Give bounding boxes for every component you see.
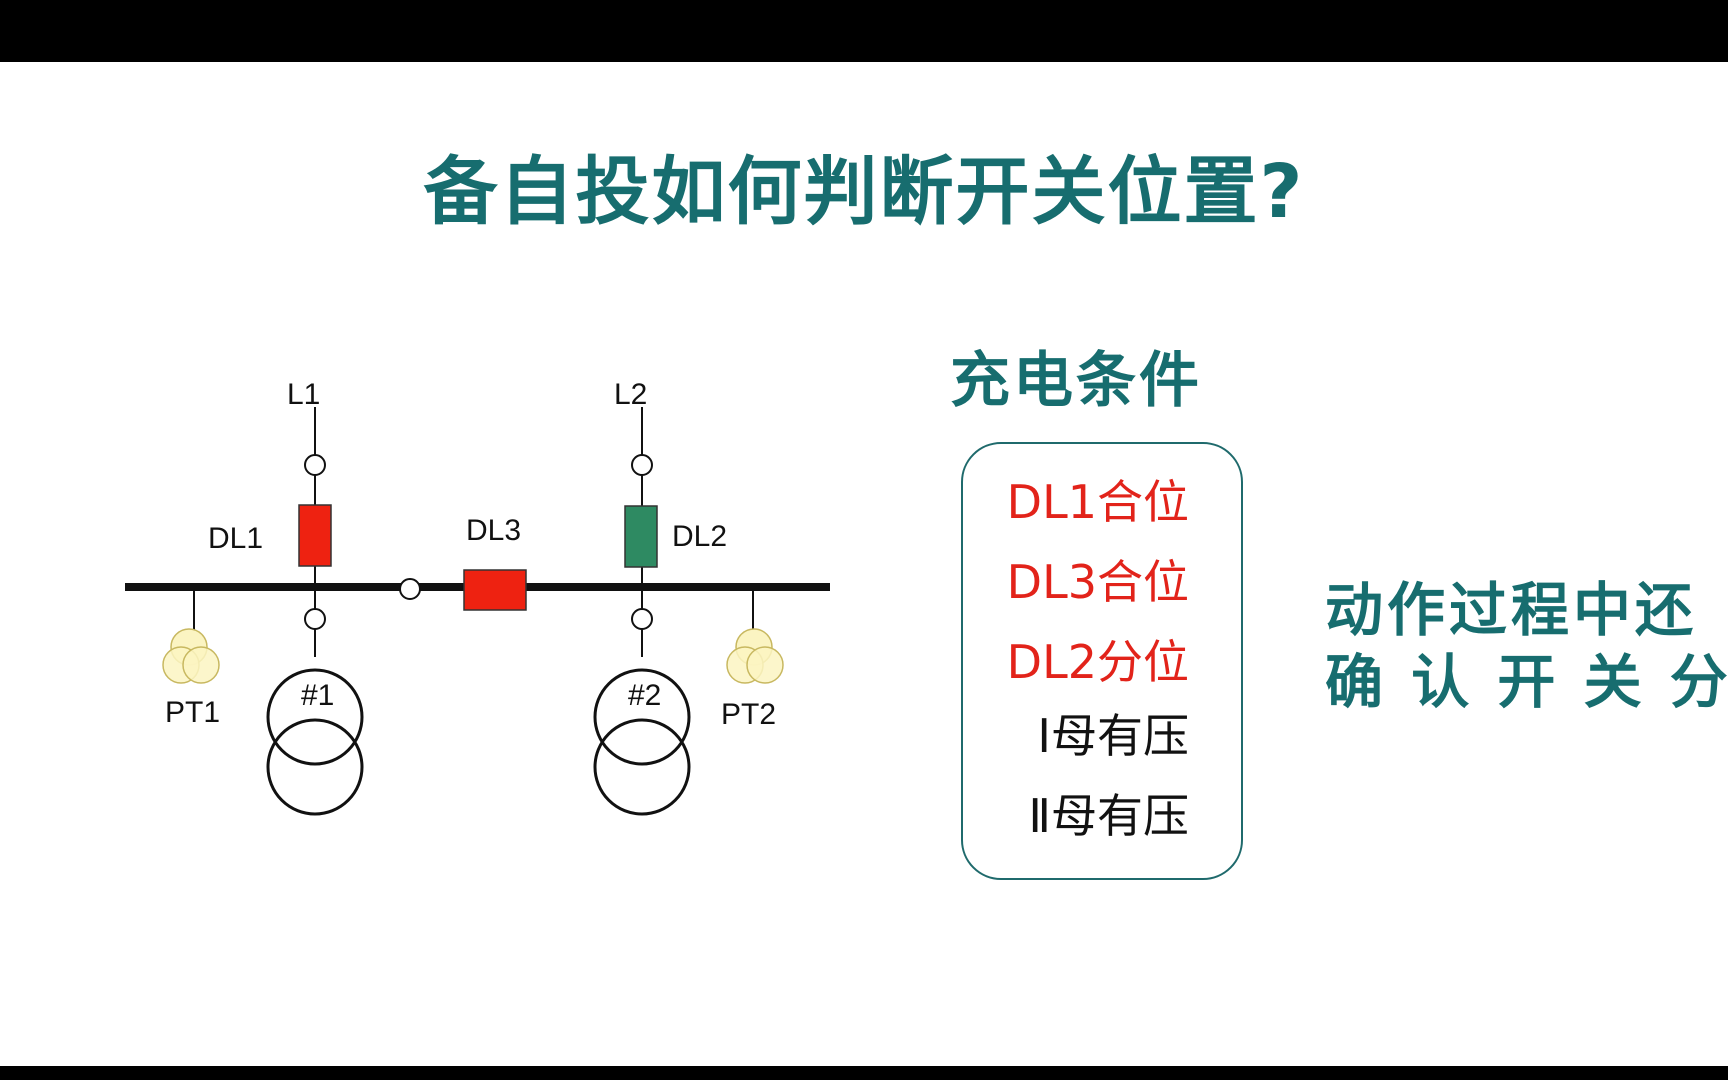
label-transformer2: #2 bbox=[628, 679, 661, 712]
l1-disconnector-icon bbox=[304, 454, 326, 476]
dl2-disconnector-icon bbox=[631, 608, 653, 630]
label-pt2: PT2 bbox=[721, 698, 776, 731]
side-note-line2: 确 认 开 关 分 bbox=[1325, 648, 1728, 716]
side-note-line1: 动作过程中还 bbox=[1325, 576, 1698, 644]
side-note: 动作过程中还 确 认 开 关 分 bbox=[1325, 574, 1728, 718]
dl3-disconnector-icon bbox=[399, 578, 421, 600]
dl1-disconnector-icon bbox=[304, 608, 326, 630]
transformer2-secondary-winding bbox=[593, 718, 691, 816]
condition-dl2-open: DL2分位 bbox=[1006, 635, 1189, 689]
condition-bus1-voltage: Ⅰ母有压 bbox=[1037, 709, 1189, 763]
slide: 备自投如何判断开关位置? bbox=[0, 62, 1728, 1066]
label-l2: L2 bbox=[614, 378, 647, 411]
transformer1-primary-winding bbox=[266, 668, 364, 766]
label-l1: L1 bbox=[287, 378, 320, 411]
label-dl3: DL3 bbox=[466, 514, 521, 547]
dl3-breaker-closed bbox=[463, 569, 527, 611]
label-pt1: PT1 bbox=[165, 696, 220, 729]
charging-conditions-box: DL1合位 DL3合位 DL2分位 Ⅰ母有压 Ⅱ母有压 bbox=[961, 442, 1243, 880]
slide-title: 备自投如何判断开关位置? bbox=[423, 149, 1305, 235]
transformer2-primary-winding bbox=[593, 668, 691, 766]
label-transformer1: #1 bbox=[301, 679, 334, 712]
condition-bus2-voltage: Ⅱ母有压 bbox=[1028, 789, 1189, 843]
charging-conditions-heading: 充电条件 bbox=[950, 346, 1202, 416]
substation-single-line-diagram: L1 L2 DL1 DL3 DL2 PT1 PT2 #1 #2 bbox=[125, 378, 830, 816]
dl1-breaker-closed bbox=[298, 504, 332, 567]
label-dl1: DL1 bbox=[208, 522, 263, 555]
l2-disconnector-icon bbox=[631, 454, 653, 476]
condition-dl3-closed: DL3合位 bbox=[1006, 555, 1189, 609]
dl2-breaker-open bbox=[624, 505, 658, 568]
pt2-icon bbox=[726, 628, 784, 684]
transformer1-secondary-winding bbox=[266, 718, 364, 816]
label-dl2: DL2 bbox=[672, 520, 727, 553]
condition-dl1-closed: DL1合位 bbox=[1006, 475, 1189, 529]
pt1-icon bbox=[162, 628, 220, 684]
